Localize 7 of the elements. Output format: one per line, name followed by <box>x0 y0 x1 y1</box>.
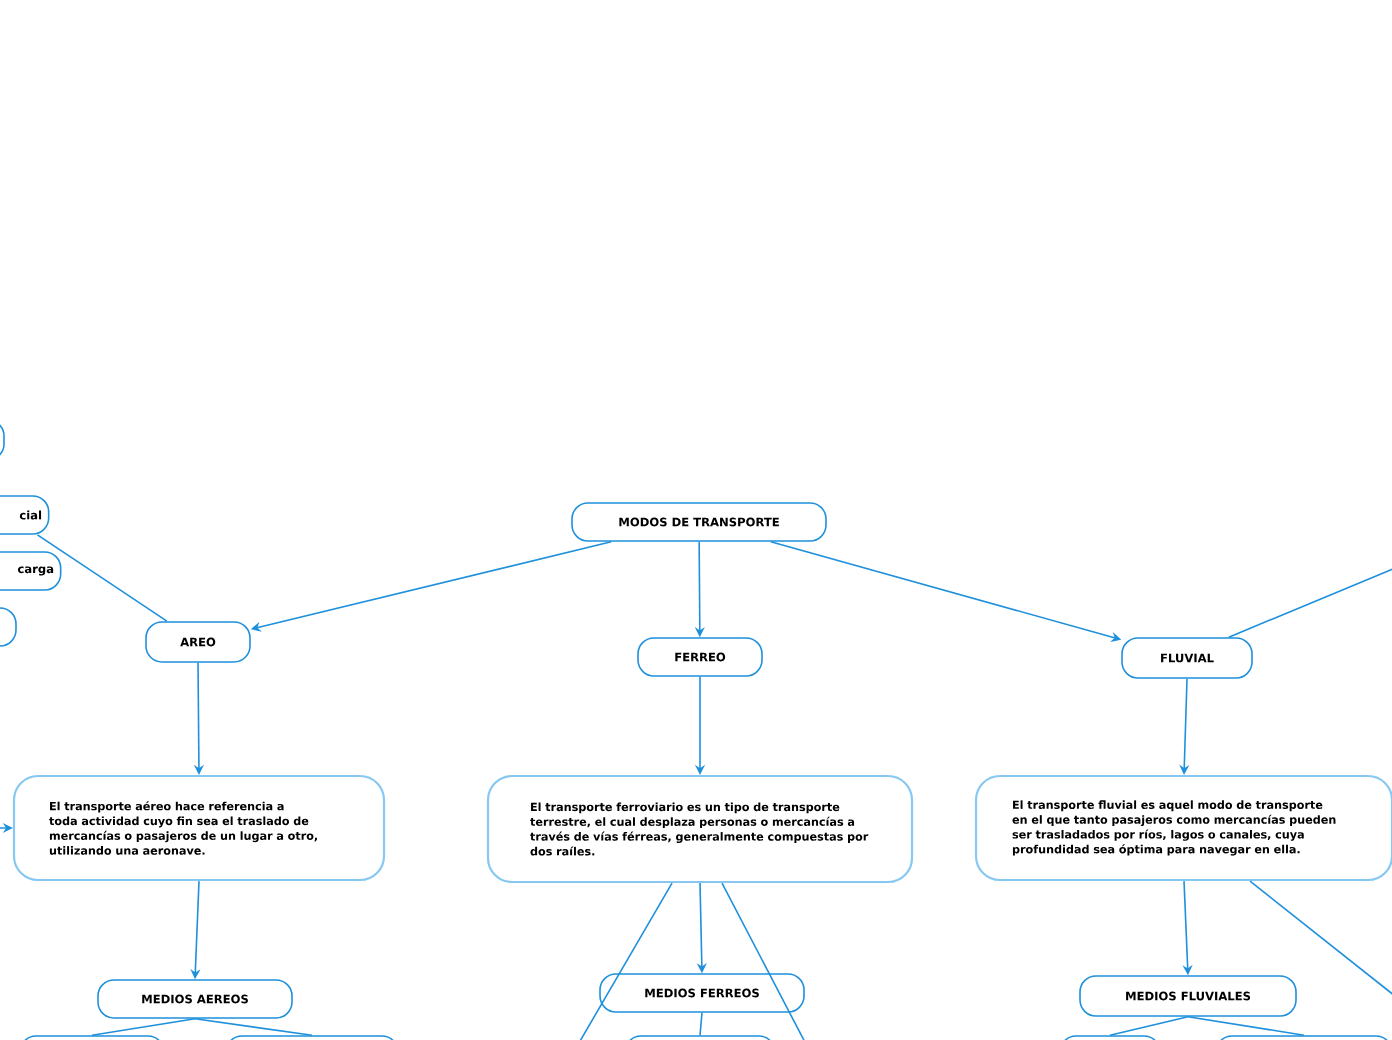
topic-box <box>19 1035 165 1040</box>
topic-box <box>225 1035 399 1040</box>
topic-box <box>1059 1035 1161 1040</box>
topic-box <box>0 607 17 647</box>
topic-box <box>624 1035 776 1040</box>
topic-box <box>1215 1035 1392 1040</box>
topic-box <box>0 419 5 461</box>
